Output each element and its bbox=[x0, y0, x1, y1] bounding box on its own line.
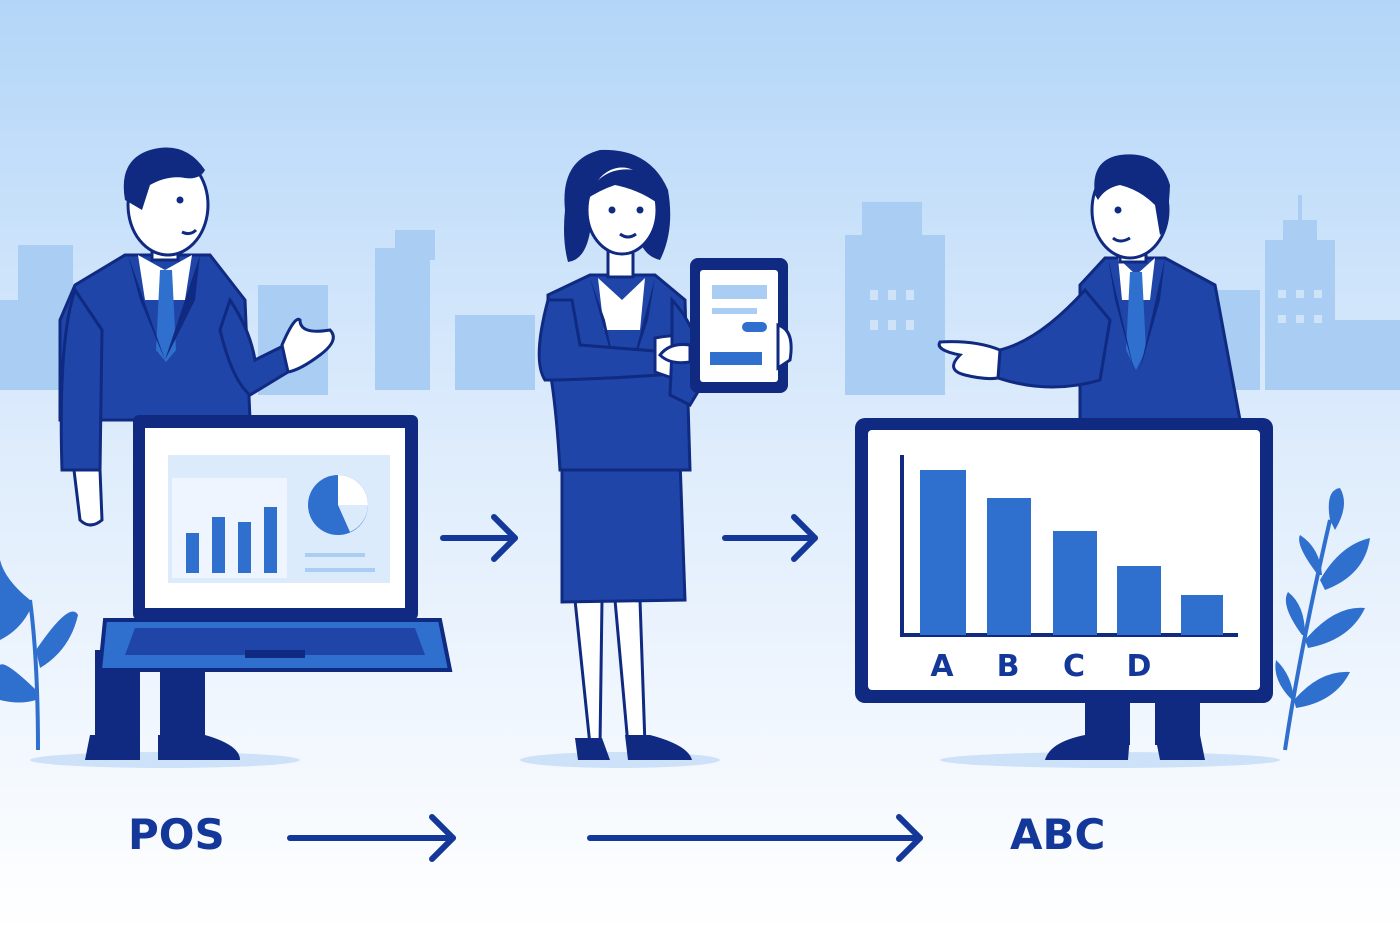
monitor-icon: A B C D bbox=[855, 418, 1273, 703]
plant-icon bbox=[1275, 488, 1370, 751]
chart-bar bbox=[1181, 595, 1223, 635]
chart-bar bbox=[987, 498, 1031, 635]
arrow-right-icon bbox=[287, 814, 456, 862]
tick-label: C bbox=[1063, 649, 1085, 684]
chart-bar bbox=[1053, 531, 1097, 635]
building-icon bbox=[862, 202, 922, 242]
bar-chart-icon bbox=[186, 507, 277, 573]
tick-label: A bbox=[930, 649, 954, 684]
building-icon bbox=[845, 235, 945, 395]
chart-bar bbox=[920, 470, 966, 635]
building-icon bbox=[1283, 220, 1317, 245]
label-pos: POS bbox=[128, 810, 225, 859]
bar-chart-icon bbox=[920, 470, 1223, 635]
tablet-icon bbox=[658, 258, 793, 393]
axis-tick-labels: A B C D bbox=[930, 649, 1151, 684]
building-icon bbox=[395, 230, 435, 260]
tick-label: B bbox=[997, 649, 1020, 684]
building-icon bbox=[375, 248, 430, 390]
laptop-icon bbox=[97, 415, 453, 672]
arrow-right-icon bbox=[722, 514, 818, 562]
tick-label: D bbox=[1127, 649, 1152, 684]
person-left bbox=[58, 147, 335, 760]
arrow-right-icon bbox=[440, 514, 518, 562]
pie-chart-icon bbox=[308, 475, 368, 535]
building-icon bbox=[0, 300, 30, 390]
building-icon bbox=[1335, 320, 1400, 390]
building-icon bbox=[455, 315, 535, 390]
label-abc: ABC bbox=[1010, 810, 1106, 859]
city-skyline bbox=[0, 195, 1400, 395]
arrow-right-icon bbox=[587, 814, 923, 862]
plant-icon bbox=[0, 560, 78, 751]
chart-bar bbox=[1117, 566, 1161, 635]
building-icon bbox=[1298, 195, 1302, 223]
